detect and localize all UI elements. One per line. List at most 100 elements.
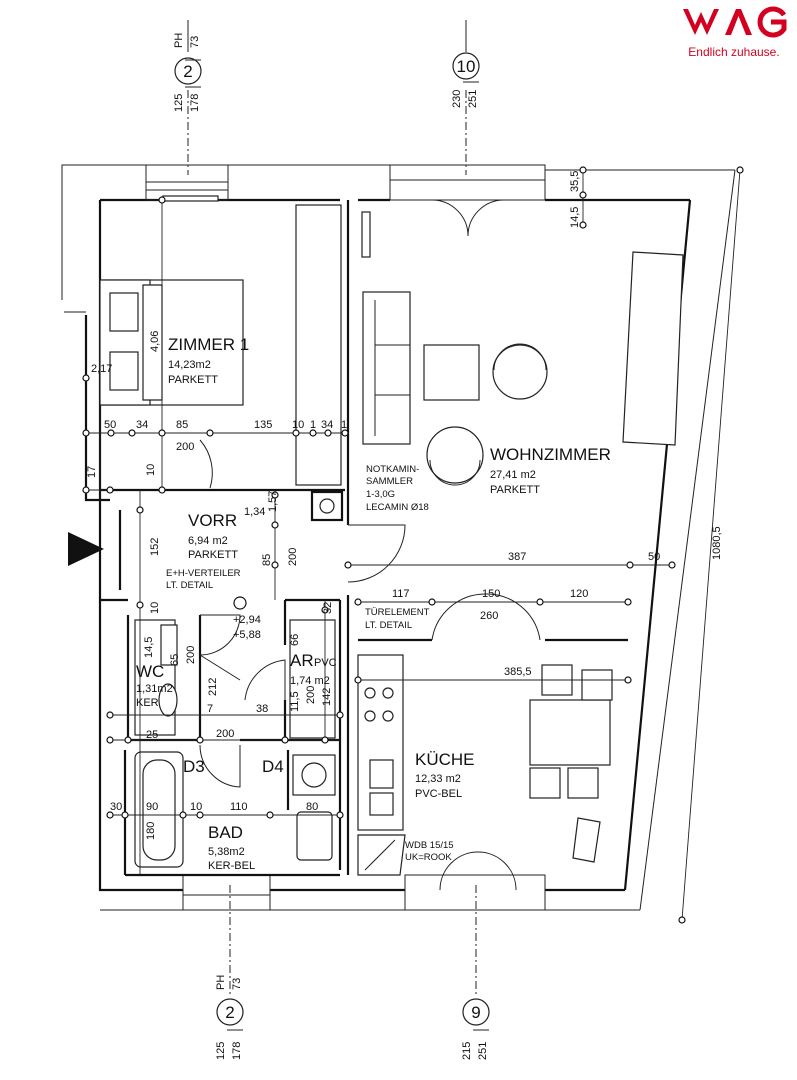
dim: 150 [482, 588, 500, 600]
dimension-dot [82, 486, 90, 494]
dim: 142 [321, 688, 333, 706]
dim: 32 [322, 602, 334, 614]
sideboard [622, 251, 684, 446]
dining-table [529, 699, 611, 766]
dim: 35,5 [569, 171, 581, 192]
note-notkamin-4: LECAMIN Ø18 [366, 502, 429, 513]
furniture [99, 195, 684, 876]
note-wdb-2: UK=ROOK [405, 852, 452, 863]
dimension-dot [678, 916, 686, 924]
wardrobe [295, 204, 342, 486]
dimension-dot [292, 429, 300, 437]
washbasin [296, 811, 333, 861]
dim: 7 [207, 703, 213, 715]
entrance-arrow-icon [68, 532, 104, 566]
dimension-dot [271, 491, 279, 499]
room-name-vorr: VORR [188, 511, 237, 530]
level-2: +5,88 [233, 629, 261, 641]
axis-a: 125 [215, 1042, 227, 1060]
room-floor-ar: PVC [314, 657, 337, 669]
wag-logo-mark [683, 6, 787, 38]
room-area-zimmer1: 14,23m2 [168, 359, 211, 371]
dim: 11,5 [289, 691, 301, 712]
storage-shelf [289, 619, 336, 739]
room-area-bad: 5,38m2 [208, 846, 245, 858]
dim: 50 [648, 551, 660, 563]
axis-marker-top-right: 10 230 251 [451, 20, 480, 175]
dim: 120 [570, 588, 588, 600]
dimension-dot [309, 429, 317, 437]
axis-b: 251 [467, 90, 479, 108]
dim: 117 [392, 588, 410, 600]
dimension-dot [579, 166, 587, 174]
dim: 14,5 [569, 207, 581, 228]
axis-id: 2 [225, 1003, 234, 1022]
doors [199, 439, 541, 788]
note-notkamin-1: NOTKAMIN- [366, 464, 419, 475]
coffee-table [423, 344, 480, 401]
dimension-dot [624, 598, 632, 606]
axis-marker-bottom-left: 2 PH 73 125 178 [215, 885, 244, 1060]
room-area-vorr: 6,94 m2 [188, 535, 228, 547]
axis-b: 178 [189, 94, 201, 112]
room-floor-kueche: PVC-BEL [415, 788, 462, 800]
dim: 200 [185, 646, 197, 664]
dim: 135 [254, 419, 272, 431]
dim: 80 [306, 801, 318, 813]
dimension-dot [196, 811, 204, 819]
dim: 200 [176, 441, 194, 453]
dim: 30 [110, 801, 122, 813]
dimension-dot [206, 429, 214, 437]
dim: 10 [292, 419, 304, 431]
dim: 25 [146, 729, 158, 741]
dimension-dot [158, 486, 166, 494]
dimension-dot [266, 811, 274, 819]
room-name-zimmer1: ZIMMER 1 [168, 335, 249, 354]
note-wdb-1: WDB 15/15 [405, 840, 454, 851]
dim: 10 [190, 801, 202, 813]
dimension-dot [124, 736, 132, 744]
dimension-dot [82, 429, 90, 437]
axis-a: 125 [173, 94, 185, 112]
dim: 200 [287, 548, 299, 566]
dimension-dots [82, 166, 744, 924]
dim: 50 [104, 419, 116, 431]
dim: 1 [310, 419, 316, 431]
level-1: +2,94 [233, 614, 261, 626]
dimension-dot [536, 598, 544, 606]
dimension-dot [158, 196, 166, 204]
dim: 90 [146, 801, 158, 813]
dimension-dot [82, 374, 90, 382]
note-tuerelement-2: LT. DETAIL [365, 620, 412, 631]
dimension-dot [428, 598, 436, 606]
axis-id: 10 [457, 57, 476, 76]
logo-tagline: Endlich zuhause. [688, 45, 780, 59]
sofa [362, 291, 411, 445]
dim: 385,5 [504, 666, 532, 678]
axis-ph: PH [173, 33, 185, 48]
axis-b: 251 [477, 1042, 489, 1060]
dimension-dot [336, 711, 344, 719]
axis-a: 230 [451, 90, 463, 108]
dim: 10 [145, 464, 157, 476]
dimension-dot [271, 521, 279, 529]
note-verteiler-2: LT. DETAIL [166, 580, 213, 591]
dim: 260 [480, 610, 498, 622]
dimension-dot [579, 191, 587, 199]
dim: 152 [149, 538, 161, 556]
dimension-dot [354, 676, 362, 684]
dim: 200 [305, 686, 317, 704]
axis-b: 178 [231, 1042, 243, 1060]
dim: 65 [169, 654, 181, 666]
dim: 180 [145, 822, 157, 840]
dim: 85 [176, 419, 188, 431]
room-name-kueche: KÜCHE [415, 750, 475, 769]
dimension-dot [106, 736, 114, 744]
room-name-wc: WC [136, 662, 164, 681]
axis-ph-val: 73 [189, 36, 201, 48]
dim: 85 [261, 554, 273, 566]
dimension-dot [107, 429, 115, 437]
dim: 1 [341, 419, 347, 431]
axis-ph: PH [215, 975, 227, 990]
